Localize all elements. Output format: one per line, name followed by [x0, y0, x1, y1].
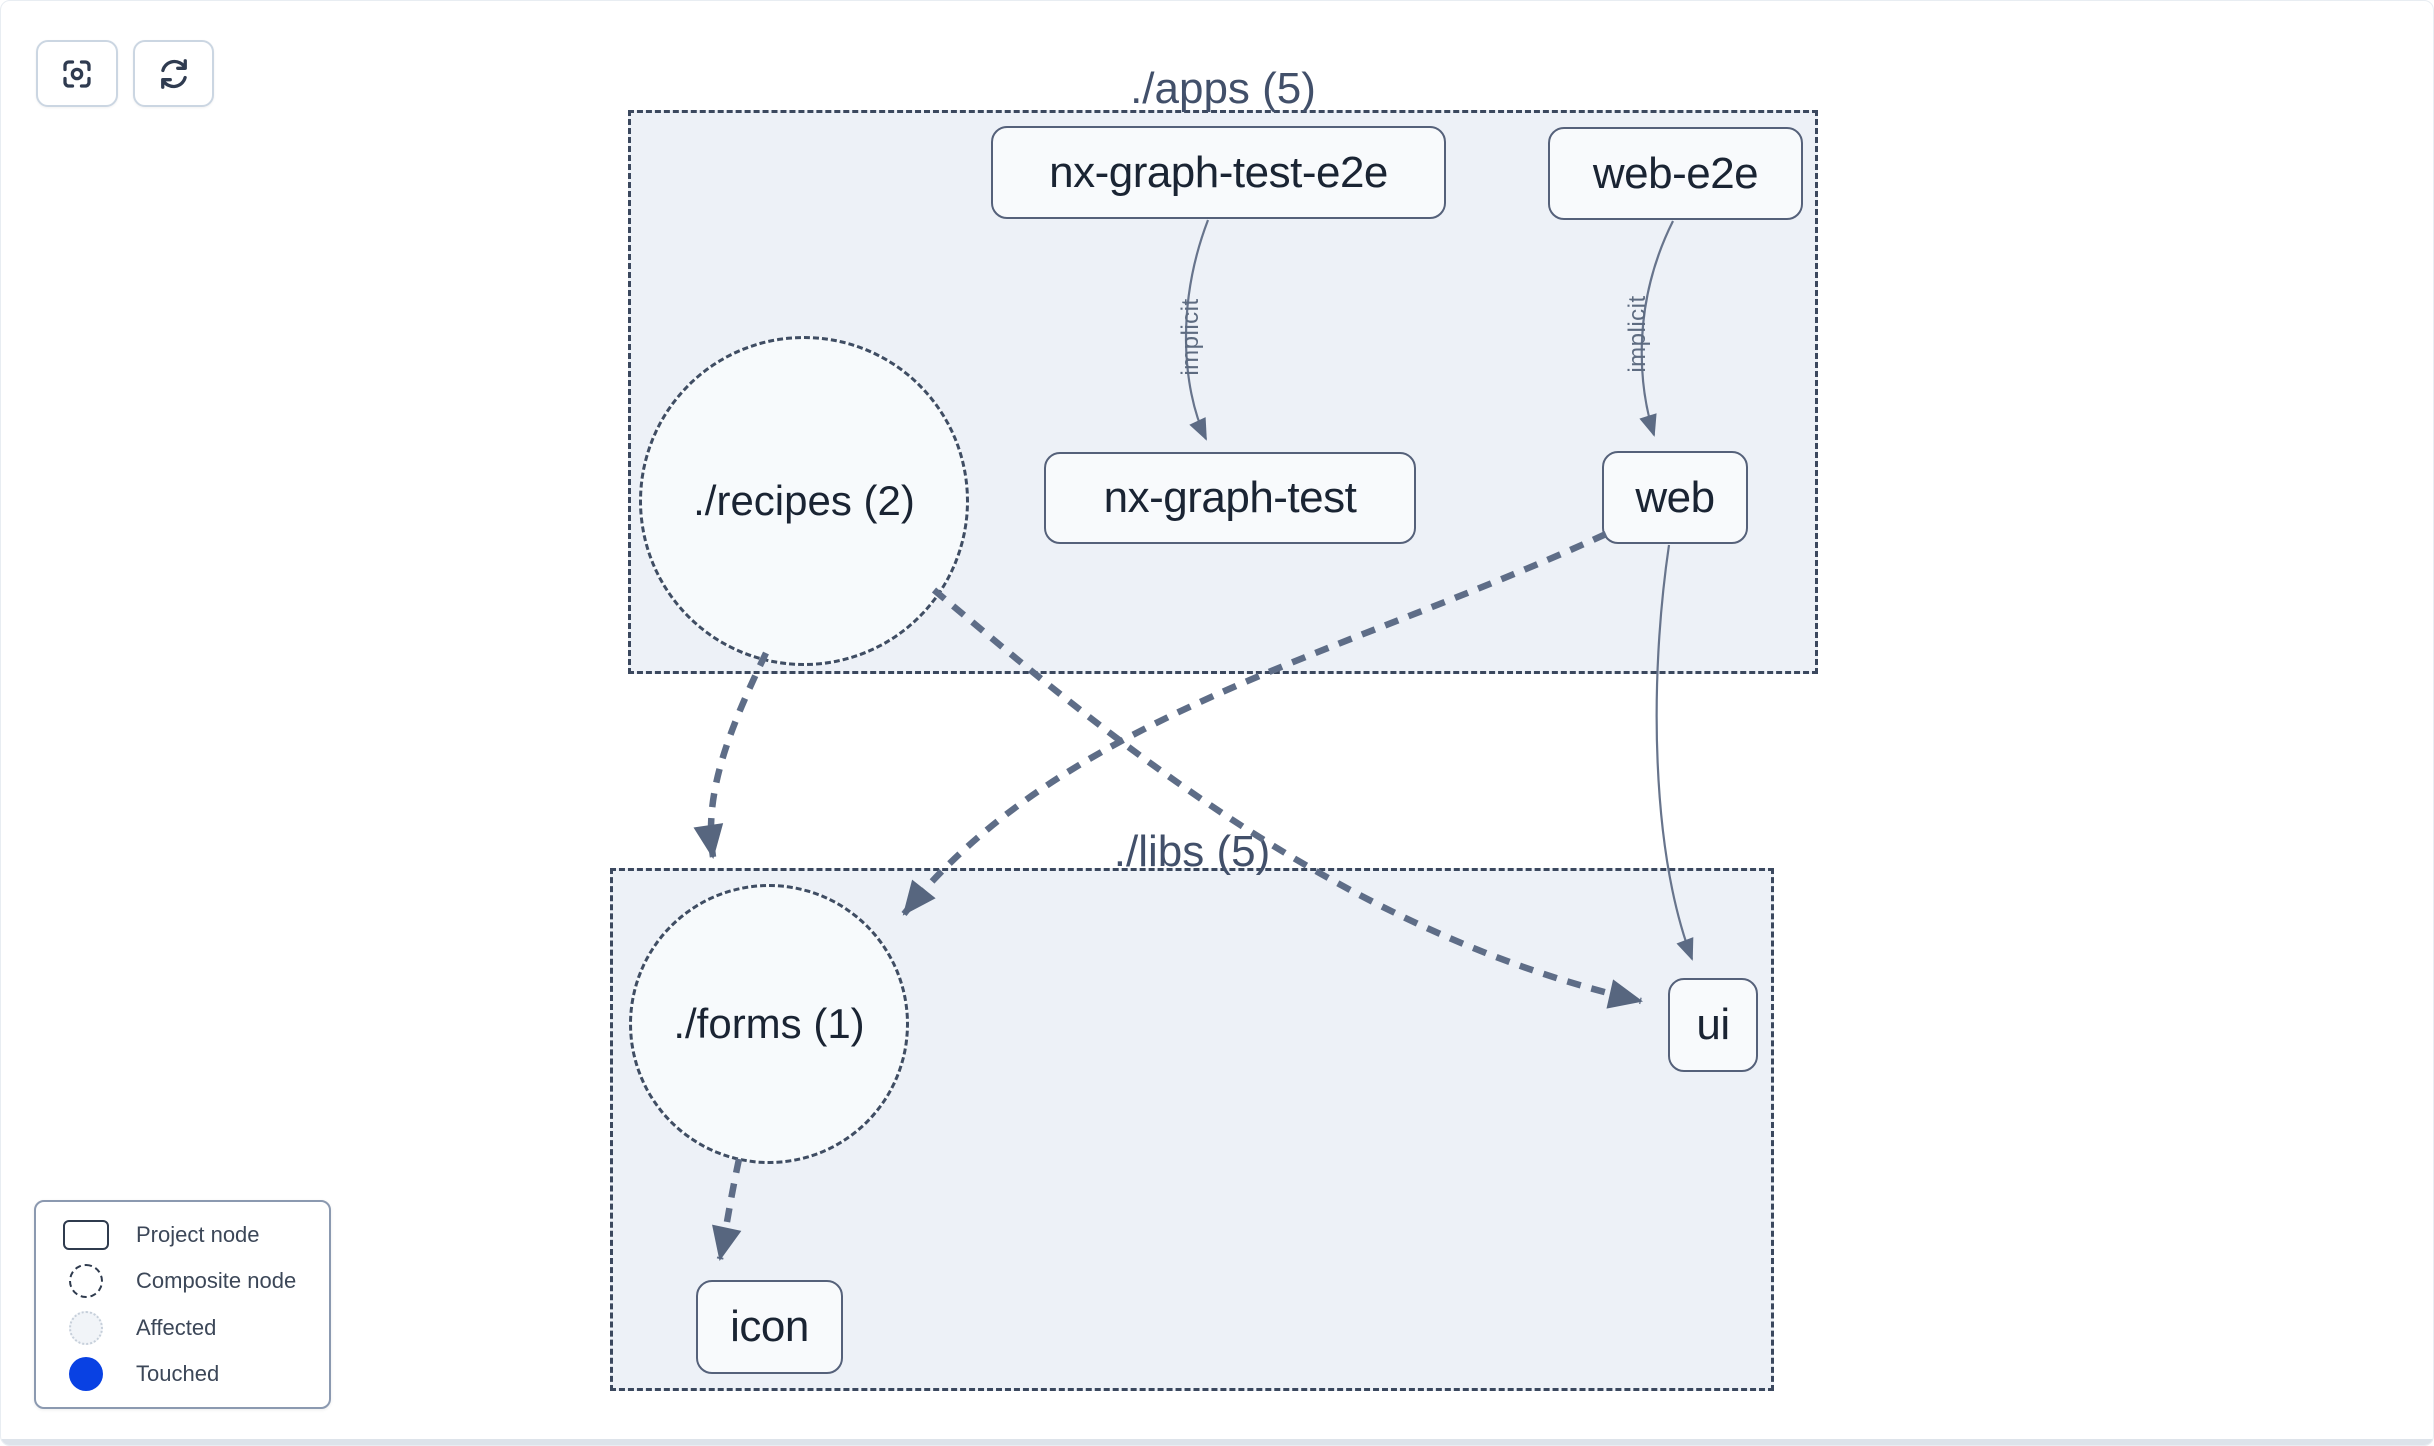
- center-graph-button[interactable]: [36, 40, 118, 107]
- legend-row-composite-node: Composite node: [36, 1258, 329, 1304]
- node-web-e2e[interactable]: web-e2e: [1548, 127, 1803, 220]
- composite-node-recipes[interactable]: ./recipes (2): [639, 336, 969, 666]
- node-icon-label: icon: [730, 1302, 809, 1351]
- affected-icon: [69, 1310, 103, 1345]
- node-nx-graph-test-e2e-label: nx-graph-test-e2e: [1049, 147, 1388, 197]
- node-web-e2e-label: web-e2e: [1592, 148, 1759, 198]
- node-web[interactable]: web: [1602, 451, 1748, 544]
- group-apps-title: ./apps (5): [1130, 64, 1316, 113]
- node-nx-graph-test[interactable]: nx-graph-test: [1044, 452, 1416, 544]
- refresh-button[interactable]: [133, 40, 214, 107]
- node-nx-graph-test-e2e[interactable]: nx-graph-test-e2e: [991, 126, 1446, 219]
- legend-label-affected: Affected: [136, 1314, 217, 1340]
- edge-recipes-to-forms[interactable]: [693, 651, 769, 859]
- legend-row-touched: Touched: [36, 1351, 329, 1397]
- composite-node-recipes-label: ./recipes (2): [693, 477, 915, 524]
- legend-row-project-node: Project node: [36, 1212, 329, 1258]
- touched-icon: [69, 1356, 103, 1391]
- node-ui[interactable]: ui: [1668, 978, 1758, 1072]
- node-ui-label: ui: [1696, 1000, 1730, 1049]
- legend-label-project-node: Project node: [136, 1222, 260, 1248]
- project-node-icon: [63, 1220, 109, 1251]
- group-libs-title: ./libs (5): [1113, 827, 1271, 876]
- legend-row-affected: Affected: [36, 1305, 329, 1351]
- node-web-label: web: [1635, 472, 1715, 522]
- legend-label-composite-node: Composite node: [136, 1268, 297, 1294]
- composite-node-icon: [69, 1264, 103, 1299]
- composite-node-forms-label: ./forms (1): [673, 1000, 865, 1047]
- node-icon[interactable]: icon: [696, 1280, 843, 1374]
- focus-icon: [59, 56, 95, 92]
- legend: Project node Composite node Affected Tou…: [34, 1200, 331, 1409]
- edge-label-implicit-web: implicit: [1624, 295, 1651, 373]
- legend-label-touched: Touched: [136, 1360, 220, 1386]
- composite-node-forms[interactable]: ./forms (1): [629, 884, 909, 1164]
- bottom-edge-divider: [1, 1439, 2433, 1445]
- node-nx-graph-test-label: nx-graph-test: [1103, 473, 1357, 522]
- edge-label-implicit-nx: implicit: [1177, 298, 1204, 376]
- refresh-icon: [156, 56, 192, 92]
